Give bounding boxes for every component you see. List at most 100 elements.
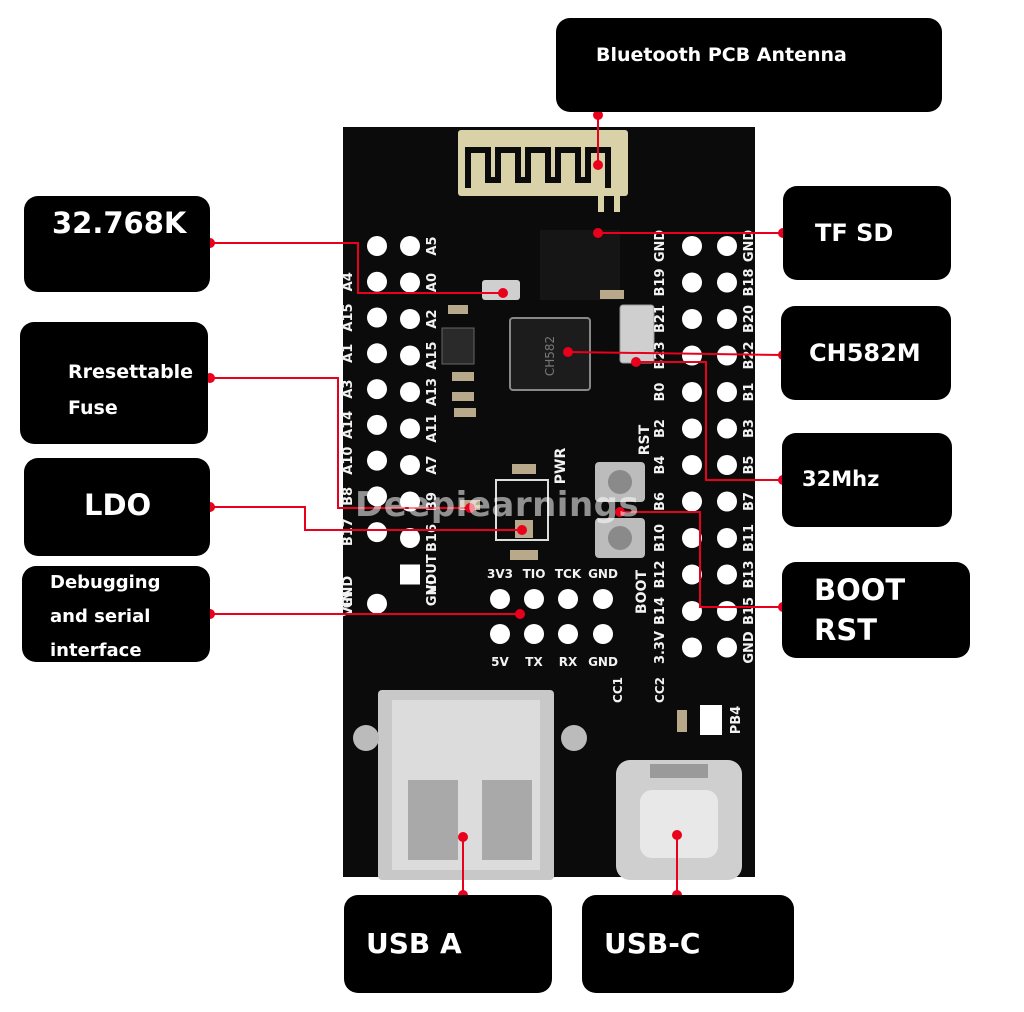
pin-label-left-inner: VOUT: [425, 554, 440, 594]
pin-hole-right-outer: [717, 564, 737, 585]
pin-hole-left-outer: [367, 236, 387, 256]
label-tf-sd: TF SD: [783, 186, 951, 280]
pin-label-left-inner: A5: [425, 236, 440, 255]
label-resettable-fuse: Rresettable Fuse: [20, 322, 208, 444]
pin-hole-left-outer: [367, 486, 387, 507]
pin-label-right-inner: B6: [653, 492, 668, 511]
pin-label-right-inner: B21: [653, 305, 668, 333]
pin-label-left-outer: A14: [341, 411, 356, 439]
pin-hole-left-outer: [367, 593, 387, 614]
debug-header-label-bottom: GND: [588, 655, 618, 669]
pin-hole-left-inner: [400, 309, 420, 329]
label-text: Rresettable Fuse: [68, 361, 194, 419]
pin-label-left-outer: A1: [341, 344, 356, 363]
pin-hole-right-inner: [682, 491, 702, 512]
label-boot-rst: BOOT RST: [782, 562, 970, 658]
pin-hole-left-outer: [367, 379, 387, 400]
button-boot: [595, 518, 645, 558]
pin-label-left-outer: B17: [341, 518, 356, 546]
pcb-antenna: [458, 130, 628, 212]
pin-label-right-inner: 3.3V: [653, 631, 668, 664]
pin-hole-left-inner: [400, 418, 420, 439]
silk-cc2: CC2: [653, 677, 667, 703]
pin-label-right-outer: B20: [742, 305, 757, 333]
pin-hole-left-inner: [400, 528, 420, 548]
pin-hole-left-inner: [400, 455, 420, 475]
label-text: 32Mhz: [802, 467, 880, 491]
label-bluetooth-antenna: Bluetooth PCB Antenna: [556, 18, 942, 112]
pin-hole-left-outer: [367, 307, 387, 328]
pin-label-left-outer: B8: [341, 487, 356, 506]
pin-label-left-inner: B9: [425, 492, 440, 511]
pin-label-right-inner: B23: [653, 342, 668, 370]
pin-hole-right-inner: [682, 601, 702, 621]
debug-header-label-bottom: RX: [559, 655, 578, 669]
debug-header-label-top: TCK: [555, 567, 582, 581]
leader-ldo: [210, 506, 522, 531]
debug-header-pin: [593, 624, 613, 644]
inductor: [441, 327, 475, 365]
label-text: USB-C: [604, 927, 701, 960]
pin-hole-left-inner: [400, 564, 420, 585]
debug-header-pin: [524, 589, 544, 609]
label-32mhz: 32Mhz: [782, 433, 952, 527]
pin-hole-right-outer: [717, 601, 737, 621]
silk-pb4: PB4: [729, 706, 744, 734]
label-text: BOOT RST: [814, 573, 906, 647]
label-text: Bluetooth PCB Antenna: [596, 44, 847, 66]
pin-hole-right-outer: [717, 418, 737, 439]
silk-boot: BOOT: [634, 570, 650, 614]
watermark: Deepiearnings: [355, 485, 640, 525]
label-text: CH582M: [809, 339, 921, 367]
usb-c-connector: [616, 760, 742, 880]
pin-label-right-inner: B14: [653, 597, 668, 625]
label-usb-a: USB A: [344, 895, 552, 993]
pin-label-right-outer: B5: [742, 456, 757, 475]
pin-hole-left-inner: [400, 236, 420, 256]
pin-label-right-outer: B18: [742, 269, 757, 297]
pin-hole-right-inner: [682, 309, 702, 329]
label-text: LDO: [84, 488, 152, 522]
pin-label-left-inner: A0: [425, 273, 440, 292]
pin-hole-right-outer: [717, 382, 737, 402]
debug-header-pin: [490, 589, 510, 609]
crystal-32mhz: [619, 304, 655, 364]
button-rst: [595, 462, 645, 502]
debug-header-pin: [558, 589, 578, 609]
pin-hole-right-inner: [682, 382, 702, 402]
leader-fuse: [210, 377, 470, 509]
debug-header-pin: [524, 624, 544, 644]
pin-hole-right-inner: [682, 455, 702, 475]
pin-hole-left-inner: [400, 272, 420, 293]
pin-hole-right-outer: [717, 272, 737, 293]
label-ldo: LDO: [24, 458, 210, 556]
pin-label-right-outer: B13: [742, 561, 757, 589]
pin-label-right-inner: B4: [653, 456, 668, 475]
pin-hole-left-outer: [367, 450, 387, 471]
svg-text:CH582: CH582: [543, 336, 557, 376]
pin-hole-right-outer: [717, 345, 737, 366]
label-32k-crystal: 32.768K: [24, 196, 210, 292]
pin-label-right-inner: B19: [653, 269, 668, 297]
pin-hole-left-outer: [367, 343, 387, 364]
pin-hole-right-outer: [717, 528, 737, 548]
pin-label-right-outer: GND: [742, 230, 757, 263]
pin-label-left-outer: A10: [341, 447, 356, 475]
pin-label-right-outer: B3: [742, 419, 757, 438]
pin-label-left-outer: A15: [341, 303, 356, 331]
pin-label-right-inner: B2: [653, 419, 668, 438]
pin-label-right-outer: B15: [742, 597, 757, 625]
debug-header-pin: [490, 624, 510, 644]
pin-label-left-inner: A7: [425, 455, 440, 474]
pin-hole-left-outer: [367, 522, 387, 543]
pin-hole-left-outer: [367, 414, 387, 435]
label-text: Debugging and serial interface: [50, 572, 161, 661]
pin-label-left-inner: A15: [425, 341, 440, 369]
label-ch582m: CH582M: [781, 306, 951, 400]
silk-cc1: CC1: [611, 677, 625, 703]
leader-32k: [210, 242, 503, 294]
pin-label-left-inner: A13: [425, 378, 440, 406]
debug-header-label-bottom: TX: [525, 655, 543, 669]
pin-label-right-outer: B11: [742, 524, 757, 552]
